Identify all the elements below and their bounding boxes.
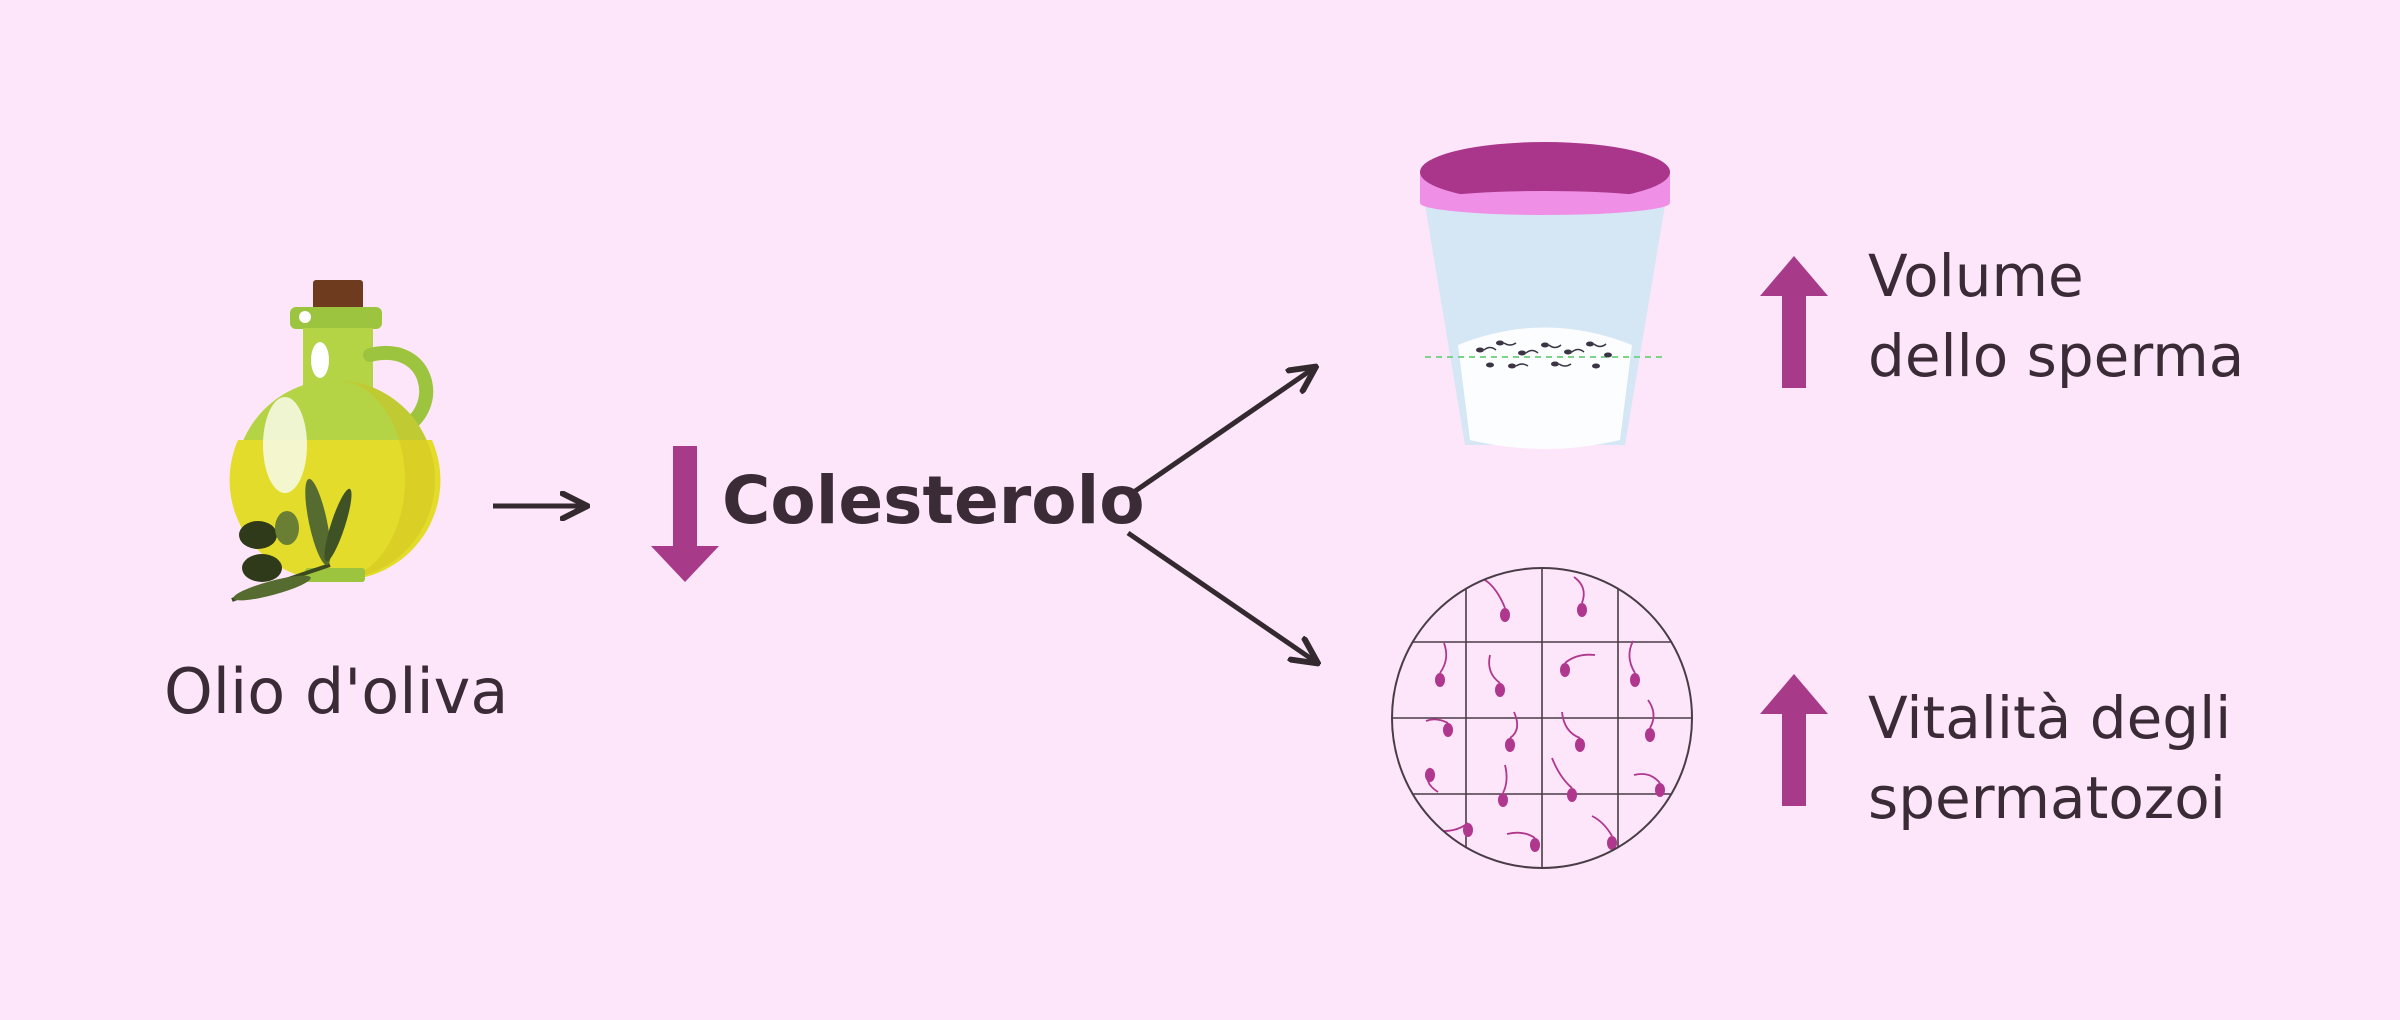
vitality-up-arrow-icon — [1760, 674, 1828, 806]
semen-sample-cup-icon — [1420, 142, 1670, 449]
arrow-to-volume — [1126, 368, 1314, 499]
arrow-to-vitality — [1126, 530, 1316, 662]
volume-up-arrow-icon — [1760, 256, 1828, 388]
vitality-label-line2: spermatozoi — [1868, 764, 2226, 832]
cholesterol-label: Colesterolo — [722, 462, 1145, 539]
volume-label-line1: Volume — [1868, 242, 2084, 310]
olive-oil-jar-icon — [229, 280, 441, 602]
vitality-label-line1: Vitalità degli — [1868, 684, 2232, 752]
sperm-microscope-view-icon — [1391, 567, 1693, 869]
volume-label-line2: dello sperma — [1868, 322, 2245, 390]
olive-oil-label: Olio d'oliva — [164, 655, 509, 728]
cholesterol-down-arrow-icon — [651, 446, 719, 582]
